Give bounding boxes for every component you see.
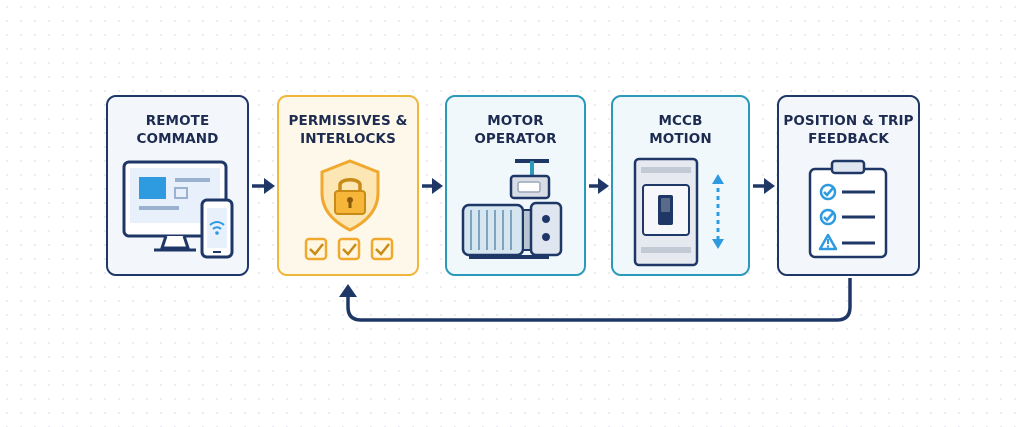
checkbox-row [304, 237, 394, 261]
clipboard-checklist-icon [808, 159, 888, 259]
step-remote-command: REMOTE COMMAND [106, 95, 249, 276]
arrow-mccb-to-feedback [753, 178, 775, 194]
check-icon [337, 237, 361, 261]
computer-and-phone-icon [122, 160, 234, 259]
check-icon [370, 237, 394, 261]
breaker-icon [633, 157, 699, 267]
step-title: MCCB MOTION [649, 113, 712, 147]
step-title: MOTOR OPERATOR [474, 113, 557, 147]
step-title: POSITION & TRIP FEEDBACK [783, 113, 914, 147]
feedback-loop-arrow [339, 278, 852, 322]
warning-icon [818, 233, 838, 251]
up-down-motion-icon [712, 174, 724, 249]
motor-icon [461, 159, 563, 259]
shield-lock-icon [320, 159, 380, 232]
check-circle-icon [819, 208, 837, 226]
arrow-remote-to-permissives [252, 178, 275, 194]
step-title: PERMISSIVES & INTERLOCKS [288, 113, 408, 147]
arrow-motor-to-mccb [589, 178, 609, 194]
arrow-permissives-to-motor [422, 178, 443, 194]
step-mccb-motion: MCCB MOTION [611, 95, 750, 276]
step-permissives-interlocks: PERMISSIVES & INTERLOCKS [277, 95, 419, 276]
step-title: REMOTE COMMAND [136, 113, 219, 147]
check-icon [304, 237, 328, 261]
step-position-trip-feedback: POSITION & TRIP FEEDBACK [777, 95, 920, 276]
check-circle-icon [819, 183, 837, 201]
step-motor-operator: MOTOR OPERATOR [445, 95, 586, 276]
